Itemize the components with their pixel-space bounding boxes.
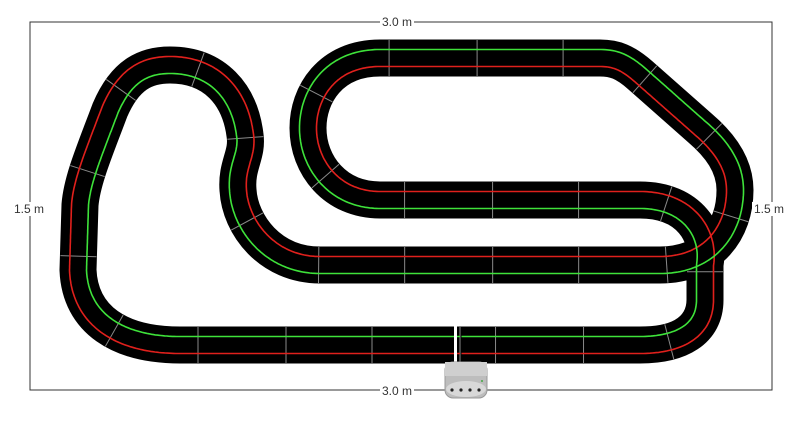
segment-joint xyxy=(104,314,124,347)
controller-socket-icon xyxy=(468,388,472,392)
segment-joint xyxy=(230,212,264,231)
bottom-width-label: 3.0 m xyxy=(380,384,415,398)
right-height-label: 1.5 m xyxy=(752,202,787,216)
start-finish-line xyxy=(454,326,457,364)
segment-joint xyxy=(60,255,97,258)
controller-socket-icon xyxy=(477,388,481,392)
left-height-label: 1.5 m xyxy=(12,202,47,216)
slot-track xyxy=(59,39,754,364)
controller-socket-icon xyxy=(459,388,463,392)
power-base[interactable] xyxy=(444,361,488,399)
segment-joint xyxy=(696,123,723,150)
segment-joint xyxy=(227,136,264,140)
segment-joint xyxy=(664,324,675,360)
segment-joint xyxy=(660,186,673,222)
controller-socket-icon xyxy=(450,388,454,392)
segment-joint xyxy=(664,246,669,283)
top-width-label: 3.0 m xyxy=(380,15,415,29)
segment-joint xyxy=(311,163,340,189)
lane-green xyxy=(85,48,745,338)
segment-joint xyxy=(632,65,658,94)
segment-joint xyxy=(713,210,749,223)
segment-joint xyxy=(106,79,136,101)
track-surface xyxy=(59,39,754,364)
segment-joints xyxy=(60,40,749,364)
segment-joint xyxy=(300,84,333,103)
lane-red xyxy=(68,55,728,355)
segment-joint xyxy=(191,52,205,87)
segment-joint xyxy=(70,165,105,178)
